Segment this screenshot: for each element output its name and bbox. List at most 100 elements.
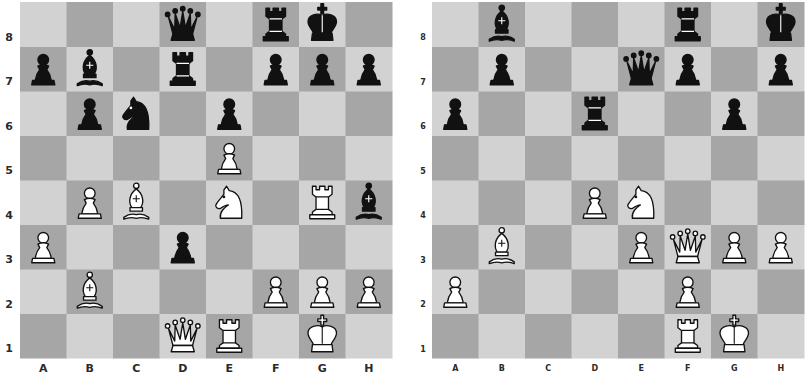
chess-piece: [165, 6, 200, 40]
coordinate-label: F: [272, 362, 280, 374]
board-square: [758, 2, 805, 47]
coordinate-wrap: 1: [413, 342, 433, 352]
chess-piece: [583, 188, 606, 218]
chess-piece: [218, 99, 241, 129]
board-square: [432, 269, 479, 314]
board-square: [665, 47, 712, 92]
board-square: [206, 225, 253, 270]
board-square: [113, 314, 160, 359]
board-square: [20, 47, 67, 92]
board-square: [479, 47, 526, 92]
chess-piece: [264, 55, 287, 85]
chess-piece: [676, 277, 699, 307]
chess-piece: [582, 97, 607, 129]
board-square: [618, 314, 665, 359]
coordinate-wrap: 2: [0, 296, 19, 309]
chess-piece: [444, 277, 467, 307]
coordinate-wrap: F: [678, 361, 698, 371]
chess-piece: [77, 50, 102, 86]
chess-piece: [357, 277, 380, 307]
coordinate-label: G: [731, 364, 738, 373]
chess-piece: [32, 233, 55, 263]
chess-piece: [670, 229, 705, 263]
board-square: [253, 136, 300, 181]
coordinate-label: C: [132, 362, 140, 374]
board-square: [572, 269, 619, 314]
coordinate-label: 8: [420, 33, 426, 42]
coordinate-wrap: 4: [413, 208, 433, 218]
coordinate-label: 3: [420, 256, 426, 265]
board-square: [479, 2, 526, 47]
chess-piece: [723, 99, 746, 129]
coordinate-wrap: D: [585, 361, 605, 371]
board-square: [758, 225, 805, 270]
board-square: [113, 2, 160, 47]
board-square: [20, 314, 67, 359]
board-square: [67, 136, 114, 181]
board-square: [618, 136, 665, 181]
board-square: [299, 91, 346, 136]
board-square: [758, 47, 805, 92]
board-square: [665, 269, 712, 314]
coordinate-label: 2: [5, 298, 13, 311]
board-square: [67, 2, 114, 47]
coordinate-label: A: [39, 362, 48, 374]
board-square: [67, 225, 114, 270]
board-square: [346, 2, 393, 47]
coordinate-wrap: 3: [0, 251, 19, 264]
coordinate-wrap: H: [771, 361, 791, 371]
coordinate-label: F: [685, 364, 690, 373]
board-square: [572, 2, 619, 47]
board-square: [346, 136, 393, 181]
chess-piece: [171, 233, 194, 263]
chess-piece: [311, 55, 334, 85]
chess-piece: [124, 183, 149, 219]
board-square: [758, 269, 805, 314]
board-square: [67, 314, 114, 359]
board-square: [67, 91, 114, 136]
coordinate-wrap: 5: [0, 162, 19, 175]
chess-piece: [217, 320, 242, 352]
board-square: [572, 136, 619, 181]
board-square: [206, 136, 253, 181]
coordinate-label: D: [591, 364, 598, 373]
board-square: [479, 180, 526, 225]
coordinate-wrap: G: [724, 361, 744, 371]
board-square: [758, 314, 805, 359]
board-square: [572, 91, 619, 136]
board-square: [432, 136, 479, 181]
chess-piece: [123, 97, 149, 129]
board-square: [711, 2, 758, 47]
board-square: [299, 2, 346, 47]
coordinate-wrap: G: [312, 360, 332, 373]
board-square: [758, 91, 805, 136]
chess-piece: [720, 315, 748, 351]
chess-piece: [676, 55, 699, 85]
board-square: [113, 269, 160, 314]
board-square: [160, 180, 207, 225]
chess-piece: [489, 228, 514, 264]
chess-piece: [357, 55, 380, 85]
coordinate-label: B: [86, 362, 94, 374]
board-square: [432, 47, 479, 92]
board-square: [113, 180, 160, 225]
board-square: [758, 136, 805, 181]
board-square: [299, 47, 346, 92]
coordinate-wrap: 3: [413, 253, 433, 263]
coordinate-label: E: [225, 362, 233, 374]
board-square: [160, 269, 207, 314]
board-square: [479, 91, 526, 136]
chess-piece: [356, 183, 381, 219]
chess-piece: [769, 55, 792, 85]
chess-piece: [77, 272, 102, 308]
board-square: [572, 314, 619, 359]
coordinate-wrap: 8: [413, 30, 433, 40]
board-square: [572, 47, 619, 92]
board-square: [206, 314, 253, 359]
coordinate-label: 5: [5, 164, 13, 177]
board-square: [525, 225, 572, 270]
coordinate-wrap: F: [266, 360, 286, 373]
board-square: [160, 314, 207, 359]
chess-piece: [675, 8, 700, 40]
